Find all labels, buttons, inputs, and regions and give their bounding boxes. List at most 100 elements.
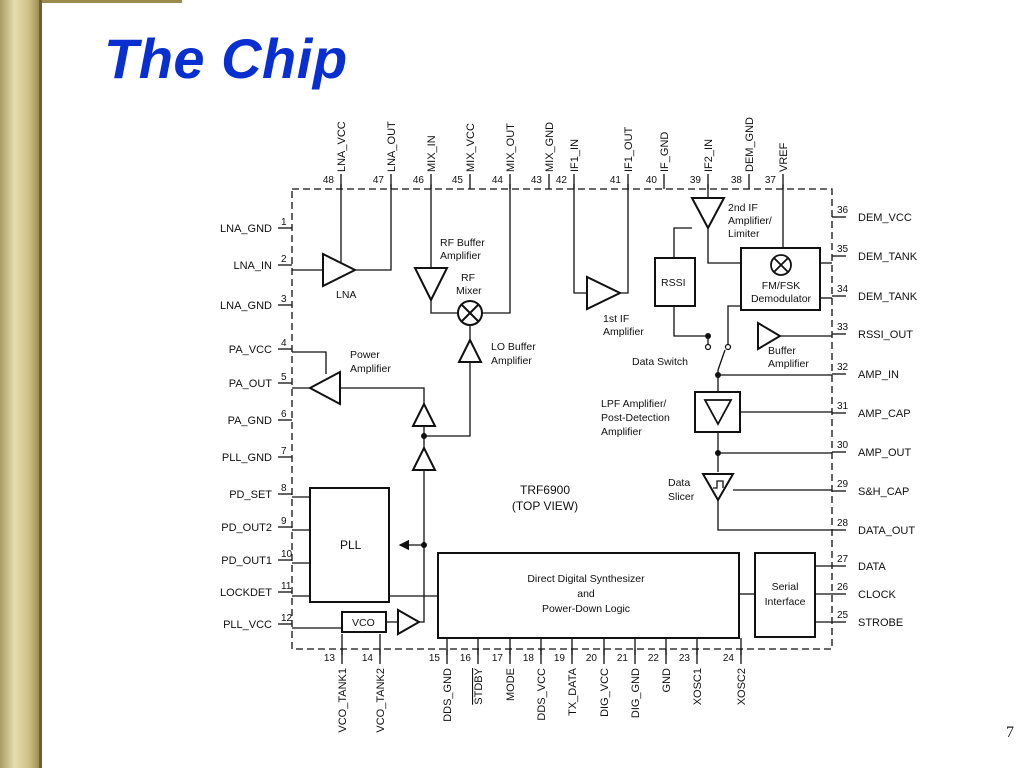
pin-name-bottom: DDS_VCC — [536, 668, 548, 721]
pin-number-top: 45 — [452, 175, 464, 186]
power-amp-label-2: Amplifier — [350, 363, 391, 375]
demod-label-2: Demodulator — [751, 293, 812, 305]
pin-name-left: PA_VCC — [229, 344, 272, 356]
rf-buffer-label-2: Amplifier — [440, 250, 481, 262]
pin-number-right: 36 — [837, 205, 849, 216]
slide-side-bar — [0, 0, 42, 768]
pin-number-left: 12 — [281, 613, 293, 624]
pin-number-left: 9 — [281, 516, 287, 527]
pin-number-bottom: 22 — [648, 653, 660, 664]
pa-driver-lower — [411, 445, 437, 471]
rf-mixer-label-2: Mixer — [456, 285, 482, 297]
pin-number-right: 25 — [837, 610, 849, 621]
pll-block — [309, 487, 390, 603]
page-number: 7 — [1006, 724, 1014, 741]
dds-block — [437, 552, 740, 639]
pin-number-left: 3 — [281, 294, 287, 305]
pin-name-bottom: DDS_GND — [442, 668, 454, 722]
if1-label-2: Amplifier — [603, 326, 644, 338]
lna-amplifier — [322, 252, 358, 288]
chip-outline — [291, 188, 833, 650]
serial-label-2: Interface — [765, 596, 806, 608]
internal-wiring — [292, 184, 832, 655]
pin-name-bottom: XOSC2 — [736, 668, 748, 705]
pin-number-bottom: 23 — [679, 653, 691, 664]
pin-name-top: DEM_GND — [744, 117, 756, 172]
pin-number-left: 7 — [281, 446, 287, 457]
pin-name-left: PD_SET — [229, 489, 272, 501]
pin-name-right: S&H_CAP — [858, 486, 909, 498]
pin-number-right: 34 — [837, 284, 849, 295]
pin-name-top: IF1_IN — [569, 139, 581, 172]
lpf-label-1: LPF Amplifier/ — [601, 398, 666, 410]
data-switch-label: Data Switch — [632, 356, 688, 368]
pin-number-left: 4 — [281, 338, 287, 349]
chip-name: TRF6900 — [520, 483, 570, 497]
pin-name-right: AMP_IN — [858, 369, 899, 381]
pin-number-right: 28 — [837, 518, 849, 529]
pin-number-top: 46 — [413, 175, 425, 186]
pin-name-left: PD_OUT2 — [221, 522, 272, 534]
pin-name-left: PLL_GND — [222, 452, 272, 464]
pin-number-bottom: 19 — [554, 653, 566, 664]
pin-name-right: DEM_VCC — [858, 212, 912, 224]
pin-number-bottom: 18 — [523, 653, 535, 664]
power-amp-label-1: Power — [350, 349, 380, 361]
serial-interface-block — [754, 552, 816, 638]
pin-number-bottom: 17 — [492, 653, 504, 664]
pin-group: LNA_GND1LNA_IN2LNA_GND3PA_VCC4PA_OUT5PA_… — [220, 117, 918, 733]
slide-title: The Chip — [104, 27, 348, 90]
if2-label-3: Limiter — [728, 228, 760, 240]
pin-name-top: LNA_VCC — [336, 121, 348, 172]
pin-number-left: 11 — [281, 581, 292, 592]
pin-number-top: 40 — [646, 175, 658, 186]
pin-number-left: 1 — [281, 217, 287, 228]
pin-name-top: MIX_OUT — [505, 123, 517, 172]
pin-number-left: 6 — [281, 409, 287, 420]
pin-number-bottom: 13 — [324, 653, 336, 664]
pin-number-top: 41 — [610, 175, 622, 186]
rssi-label: RSSI — [661, 277, 686, 289]
pin-name-left: PA_OUT — [229, 378, 272, 390]
pin-number-bottom: 16 — [460, 653, 472, 664]
vco-buffer-amplifier — [397, 608, 422, 636]
pin-number-right: 27 — [837, 554, 849, 565]
rssi-block — [654, 257, 696, 307]
pin-number-right: 33 — [837, 322, 849, 333]
vco-block — [341, 611, 387, 633]
rf-mixer-icon — [457, 300, 483, 326]
pin-number-right: 31 — [837, 401, 849, 412]
pin-name-right: DEM_TANK — [858, 291, 918, 303]
pin-name-top: IF2_IN — [703, 139, 715, 172]
pin-number-left: 5 — [281, 372, 287, 383]
pin-number-top: 43 — [531, 175, 543, 186]
if2-label-2: Amplifier/ — [728, 215, 772, 227]
serial-label-1: Serial — [772, 581, 799, 593]
pin-number-bottom: 14 — [362, 653, 374, 664]
data-slicer-label-1: Data — [668, 477, 690, 489]
pin-name-top: MIX_VCC — [465, 123, 477, 172]
dds-label-2: and — [577, 588, 595, 600]
pin-number-right: 30 — [837, 440, 849, 451]
pin-number-right: 35 — [837, 244, 849, 255]
buffer-amplifier — [757, 321, 782, 351]
pin-number-left: 8 — [281, 483, 287, 494]
pin-name-bottom: VCO_TANK1 — [337, 668, 349, 733]
if1-label-1: 1st IF — [603, 313, 629, 325]
pin-name-left: PLL_VCC — [223, 619, 272, 631]
pin-name-bottom: DIG_VCC — [599, 668, 611, 717]
pa-driver-upper — [411, 401, 437, 427]
pll-label: PLL — [340, 538, 362, 552]
pin-name-bottom: XOSC1 — [692, 668, 704, 705]
pin-name-top: MIX_GND — [544, 122, 556, 172]
pin-number-right: 29 — [837, 479, 849, 490]
lo-buffer-label-1: LO Buffer — [491, 341, 536, 353]
pin-number-left: 10 — [281, 549, 293, 560]
pin-number-top: 44 — [492, 175, 504, 186]
pin-name-right: STROBE — [858, 617, 903, 629]
pin-name-top: VREF — [778, 142, 790, 172]
pin-name-bottom: DIG_GND — [630, 668, 642, 718]
demod-mixer-icon — [770, 254, 792, 276]
pin-number-right: 26 — [837, 582, 849, 593]
